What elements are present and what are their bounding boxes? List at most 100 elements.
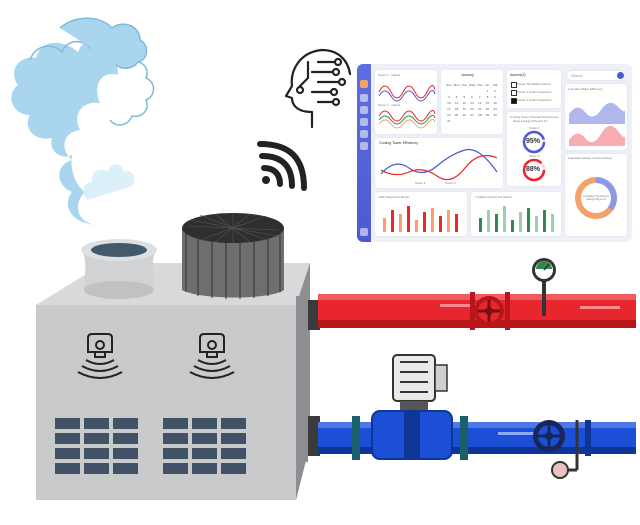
calendar-day[interactable]: 3 [448,95,450,99]
calendar-day[interactable]: 25 [454,113,459,117]
bar-mark [423,212,426,232]
calendar-day[interactable]: 8 [486,95,489,99]
calendar-day[interactable]: Mon [453,83,460,87]
calendar-day[interactable]: 4 [455,95,458,99]
calendar-day[interactable] [468,89,476,93]
kwh-saved-chart: kWh Saved Per Month [375,192,467,236]
right-louver-panel [163,418,246,474]
calendar-day[interactable]: 20 [470,107,474,111]
calendar-day[interactable]: 2 [494,89,496,93]
bar-mark [447,210,450,232]
avatar[interactable] [360,80,368,88]
calendar-day[interactable]: 24 [447,113,451,117]
thermal-performance-panel: Cooling Tower Thermal Performance Power … [507,112,561,186]
calendar-day[interactable]: 23 [493,107,497,111]
calendar-day[interactable] [460,89,468,93]
calendar-day[interactable]: 19 [462,107,466,111]
valve-handwheel-icon[interactable] [533,420,565,452]
wifi-signal-icon [257,141,307,191]
wireless-sensor-icon [77,333,123,379]
water-savings-chart: Total Water Savings in Power Savings Com… [565,154,627,236]
bar-mark [439,216,442,232]
bar-mark [535,216,538,232]
steam-cloud-icon [11,17,155,225]
water-efficiency-chart: Unit-wise Water Efficiency [565,84,627,150]
calendar-day[interactable]: 26 [462,113,466,117]
calendar-day[interactable]: 13 [470,101,474,105]
ai-head-circuit-icon [284,48,352,129]
monitoring-dashboard: Search... Tower 1 - Values Tower 2 - Val… [357,64,632,242]
calendar-day[interactable]: Sun [446,83,452,87]
temperature-gauge-icon [551,420,579,479]
home-icon[interactable] [360,94,368,102]
calendar-day[interactable]: 12 [462,101,466,105]
calendar-day[interactable] [445,89,453,93]
alarm-checkbox[interactable] [511,90,517,96]
calendar-day[interactable]: Thu [477,83,483,87]
calendar-day[interactable]: 29 [485,113,490,117]
calendar-day[interactable]: 21 [478,107,482,111]
calendar-day[interactable]: 15 [485,101,490,105]
calendar-day[interactable]: 14 [478,101,482,105]
bar-mark [543,210,546,232]
bar-mark [487,210,490,232]
calendar-day[interactable]: 9 [494,95,496,99]
bar-mark [431,208,434,232]
calendar-day[interactable]: 11 [455,101,459,105]
calendar-day[interactable]: Sat [492,83,498,87]
hot-water-pipe [296,292,636,334]
calendar-day[interactable]: 6 [471,95,473,99]
valve-handwheel-icon[interactable] [474,296,504,326]
calendar-day[interactable]: 31 [447,119,451,123]
search-input[interactable]: Search... [567,71,625,80]
left-louver-panel [55,418,138,474]
bar-mark [527,208,530,232]
chart-icon[interactable] [360,106,368,114]
calendar-day[interactable]: 16 [493,101,497,105]
alarm-checkbox[interactable] [511,82,517,88]
cold-water-pipe [296,412,636,462]
bar-mark [383,218,386,232]
calendar-day[interactable] [453,89,461,93]
wireless-sensor-icon [189,333,235,379]
calendar-day[interactable] [476,89,484,93]
calendar-day[interactable]: 5 [463,95,466,99]
pressure-gauge-icon [532,258,556,316]
pump-motor-icon [371,354,453,460]
calendar-day[interactable]: 22 [485,107,490,111]
dashboard-sidebar [357,64,371,242]
gallons-saved-chart: L Gallons Saved Per Month [471,192,561,236]
bar-mark [503,206,506,232]
calendar-day[interactable]: 30 [493,113,497,117]
gear-icon[interactable] [360,130,368,138]
calendar-day[interactable]: Fri [485,83,490,87]
bar-mark [495,214,498,232]
bar-mark [415,220,418,232]
alarms-panel: Alarms(3) Power Tile Malfunctioned Power… [507,70,561,108]
cooling-tower-efficiency-chart: Cooling Tower Efficiency Tower 1 Tower 2 [375,138,503,188]
calendar-day[interactable]: Wed [468,83,476,87]
logout-icon[interactable] [360,228,368,236]
star-icon[interactable] [360,118,368,126]
alarm-checkbox[interactable] [511,98,517,104]
cooling-tower-unit [36,213,310,500]
calendar-day[interactable]: 28 [478,113,482,117]
bar-mark [407,206,410,232]
bar-mark [455,214,458,232]
calendar-day[interactable]: 17 [447,107,451,111]
calendar-day[interactable]: 1 [486,89,489,93]
search-icon[interactable] [617,72,624,79]
bar-mark [391,210,394,232]
menu-icon[interactable] [360,142,368,150]
tower-values-chart: Tower 1 - Values Tower 2 - Values [375,70,437,134]
calendar-day[interactable]: 27 [470,113,474,117]
bar-mark [511,220,514,232]
bar-mark [399,214,402,232]
calendar-day[interactable]: 7 [478,95,481,99]
bar-mark [519,212,522,232]
bar-mark [551,214,554,232]
calendar-day[interactable]: 18 [454,107,459,111]
calendar-day[interactable]: Tue [461,83,467,87]
calendar-day[interactable]: 10 [447,101,451,105]
